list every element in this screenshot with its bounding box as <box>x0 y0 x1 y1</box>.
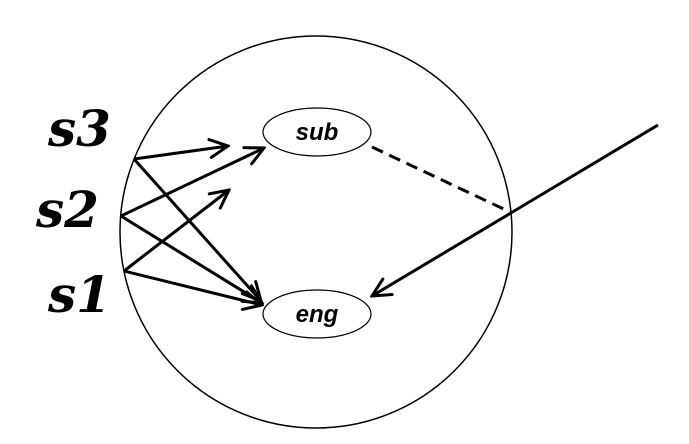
node-eng-oval <box>262 289 372 339</box>
external-arrow <box>372 123 659 296</box>
arrow-s2-sub <box>120 148 264 218</box>
node-sub: sub <box>262 107 372 157</box>
arrow-s3-up <box>133 146 228 161</box>
node-eng: eng <box>262 289 372 339</box>
label-s2: s2 <box>35 180 99 239</box>
arrow-s3-eng <box>132 158 261 301</box>
label-s3: s3 <box>47 99 111 158</box>
arrow-s1-eng <box>123 269 262 305</box>
node-eng-label: eng <box>296 301 339 328</box>
dashed-connector <box>371 145 511 214</box>
boundary-circle <box>119 35 513 429</box>
label-s1: s1 <box>47 265 111 324</box>
node-sub-oval <box>262 107 372 157</box>
arrow-s2-eng <box>120 214 262 303</box>
arrow-s1-up <box>123 190 229 273</box>
node-sub-label: sub <box>296 119 339 146</box>
